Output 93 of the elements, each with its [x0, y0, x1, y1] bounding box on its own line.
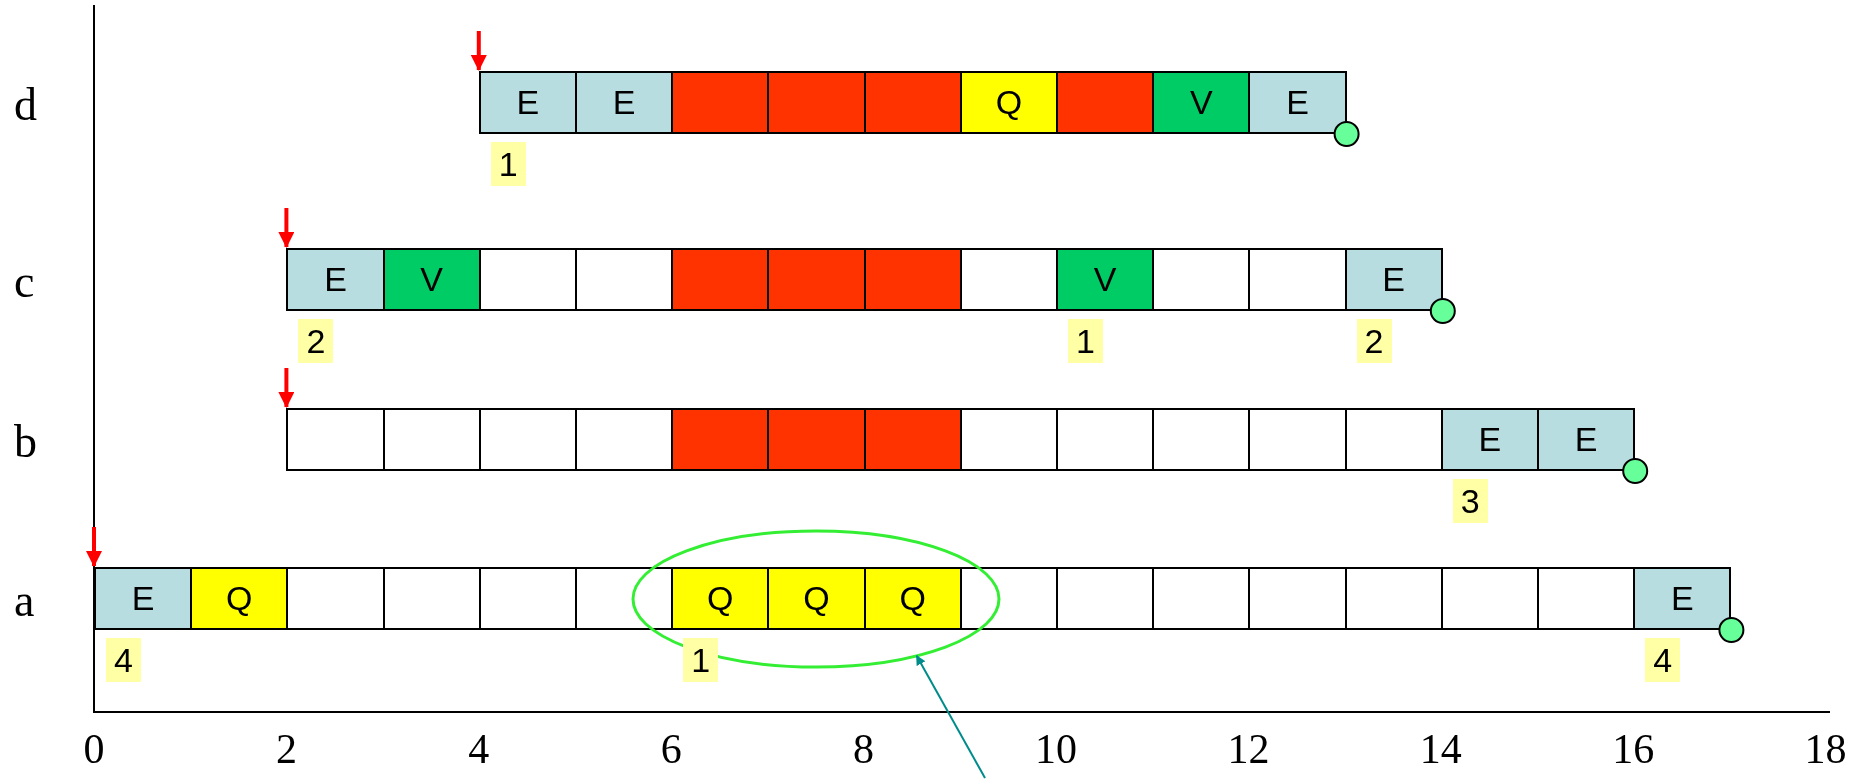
cell-letter: E [1382, 260, 1406, 299]
sequence-cell [575, 567, 674, 630]
sequence-cell [575, 248, 674, 311]
sequence-cell [286, 408, 385, 471]
sequence-cell [1344, 567, 1443, 630]
sequence-cell [190, 567, 289, 630]
sequence-cell [1056, 71, 1155, 134]
axis-tick-label: 2 [275, 728, 297, 770]
cell-letter: V [1093, 260, 1117, 299]
row-label: a [14, 578, 35, 624]
sequence-cell [671, 248, 770, 311]
number-tag: 1 [490, 142, 526, 186]
sequence-cell [959, 567, 1058, 630]
number-tag: 3 [1452, 479, 1488, 523]
sequence-cell [1152, 248, 1251, 311]
sequence-cell [1248, 71, 1347, 134]
start-arrow [470, 31, 487, 71]
cell-letter: E [1670, 579, 1694, 618]
sequence-cell [1344, 408, 1443, 471]
axis-tick-label: 10 [1035, 728, 1077, 770]
sequence-cell [1152, 567, 1251, 630]
sequence-cell [1152, 408, 1251, 471]
sequence-cell [1056, 248, 1155, 311]
sequence-cell [1537, 567, 1636, 630]
sequence-cell [382, 567, 481, 630]
cell-letter: E [612, 83, 636, 122]
axis-tick-label: 16 [1612, 728, 1655, 770]
sequence-cell [478, 248, 577, 311]
axis-tick-label: 6 [660, 728, 682, 770]
start-arrow [86, 527, 102, 567]
row-label: b [14, 419, 37, 465]
cell-letter: E [324, 260, 347, 299]
sequence-cell [575, 408, 674, 471]
sequence-cell [1056, 567, 1155, 630]
sequence-cell [1056, 408, 1155, 471]
sequence-cell [1344, 248, 1443, 311]
sequence-cell [94, 567, 193, 630]
axis-tick-label: 4 [468, 728, 490, 770]
cell-letter: Q [226, 579, 253, 618]
sequence-cell [767, 408, 866, 471]
row-label: c [14, 259, 35, 305]
sequence-cell [863, 248, 962, 311]
start-arrow [278, 368, 295, 408]
sequence-cell [959, 71, 1058, 134]
sequence-cell [286, 248, 385, 311]
sequence-cell [767, 248, 866, 311]
cell-letter: Q [803, 579, 830, 618]
sequence-cell [286, 567, 385, 630]
number-tag: 1 [683, 638, 719, 682]
cell-letter: V [420, 260, 444, 299]
axis-tick-label: 12 [1227, 728, 1270, 770]
row-label: d [14, 82, 37, 128]
sequence-cell [1440, 567, 1539, 630]
cell-letter: V [1189, 83, 1213, 122]
sequence-cell [1248, 567, 1347, 630]
cell-letter: E [1574, 420, 1598, 459]
sequence-cell [1537, 408, 1636, 471]
axis-tick-label: 8 [853, 728, 875, 770]
sequence-cell [382, 408, 481, 471]
cell-letter: Q [995, 83, 1023, 122]
cell-letter: Q [899, 579, 926, 618]
sequence-cell [1248, 248, 1347, 311]
number-tag: 2 [1356, 319, 1392, 363]
axis-tick-label: 18 [1804, 728, 1847, 770]
sequence-cell [478, 71, 577, 134]
sequence-cell [863, 408, 962, 471]
sequence-cell [1633, 567, 1732, 630]
sequence-cell [671, 71, 770, 134]
sequence-cell [478, 408, 577, 471]
sequence-cell [382, 248, 481, 311]
sequence-cell [1440, 408, 1539, 471]
sequence-cell [1248, 408, 1347, 471]
cell-letter: E [1478, 420, 1502, 459]
sequence-cell [959, 408, 1058, 471]
axis-tick-label: 0 [83, 728, 105, 770]
axis-tick-label: 14 [1419, 728, 1462, 770]
sequence-cell [959, 248, 1058, 311]
number-tag: 4 [1645, 638, 1681, 682]
sequence-cell [575, 71, 674, 134]
start-arrow [278, 208, 295, 248]
cell-letter: E [131, 579, 155, 618]
number-tag: 4 [106, 638, 141, 682]
cell-letter: E [1286, 83, 1309, 122]
number-tag: 1 [1068, 319, 1103, 363]
leader-line [915, 654, 986, 779]
sequence-cell [863, 71, 962, 134]
cell-letter: E [516, 83, 540, 122]
cell-letter: Q [707, 579, 734, 618]
sequence-cell [671, 408, 770, 471]
number-tag: 2 [298, 319, 334, 363]
sequence-cell [767, 71, 866, 134]
sequence-cell [478, 567, 577, 630]
sequence-cell [1152, 71, 1251, 134]
